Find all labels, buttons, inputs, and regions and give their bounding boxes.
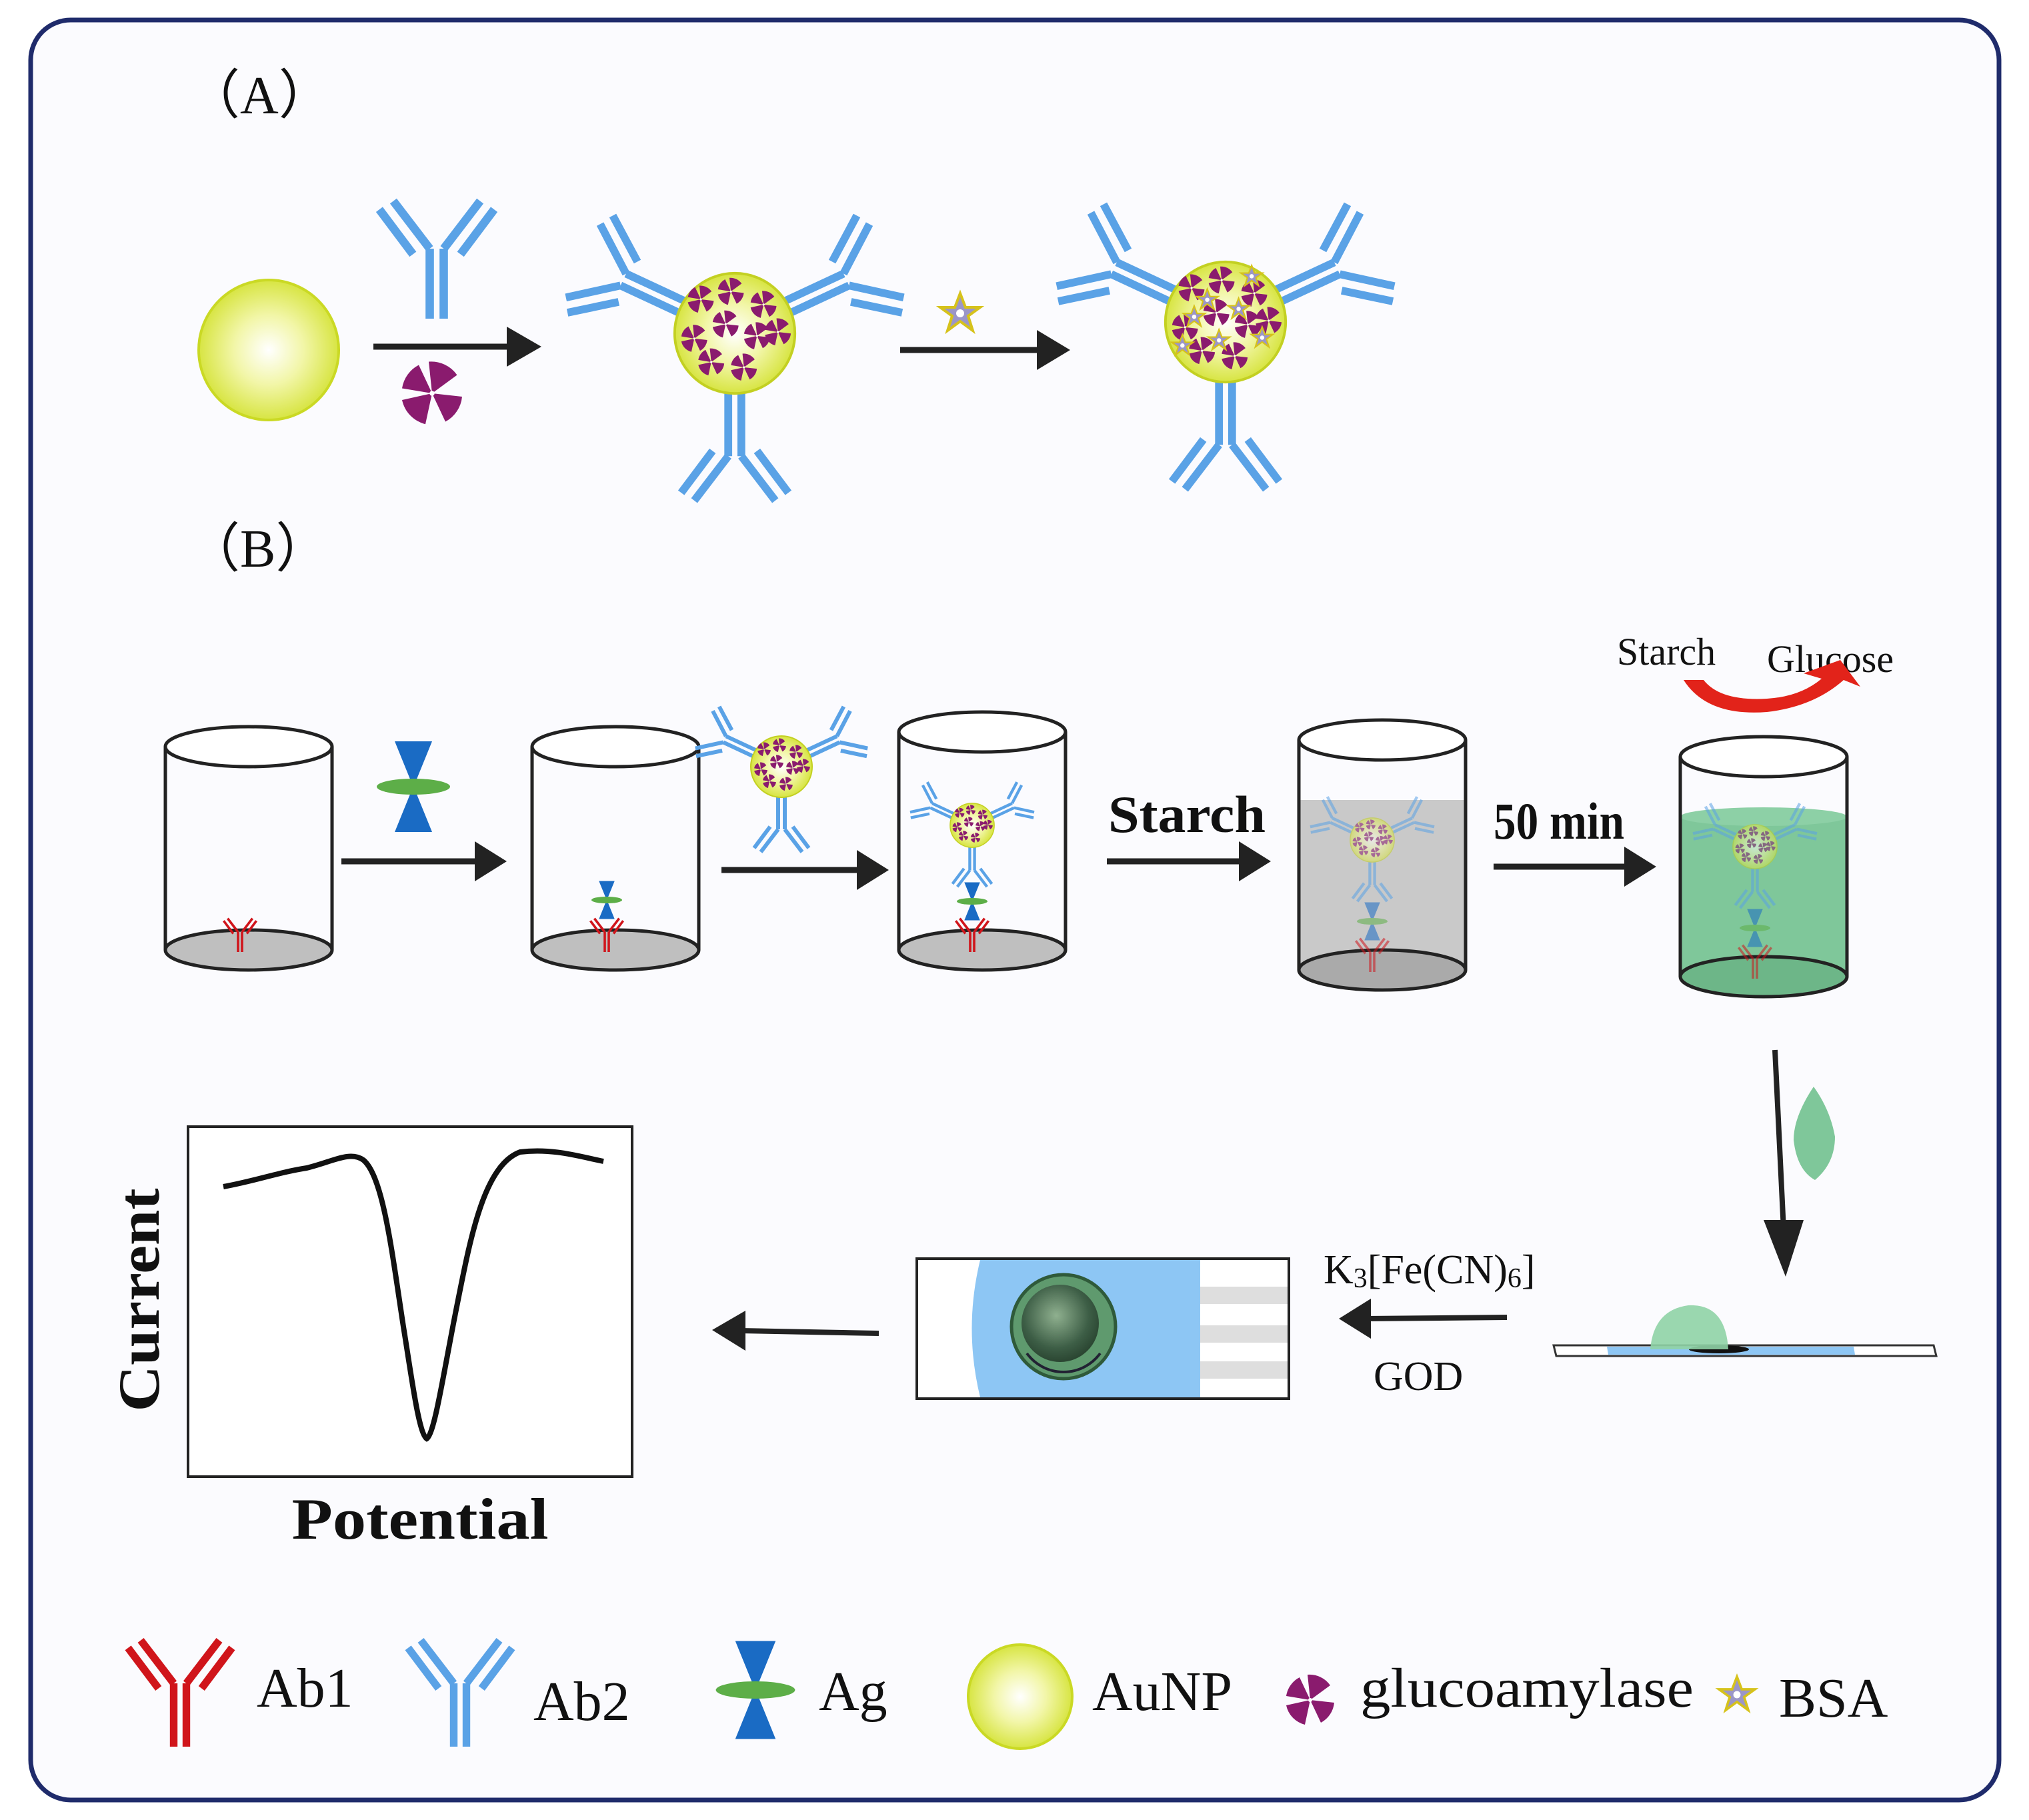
screen-printed-electrode [915, 1257, 1290, 1400]
legend-ab1-label: Ab1 [257, 1657, 353, 1719]
arrow-to-measurement [712, 1311, 879, 1351]
legend-aunp-label: AuNP [1092, 1661, 1232, 1723]
dpv-curve [223, 1148, 604, 1442]
legend-glucoamylase-label: glucoamylase [1360, 1657, 1694, 1719]
well-5 [1678, 735, 1849, 999]
legend: Ab1 Ab2 Ag AuNP glucoamylase BSA [128, 1640, 1888, 1749]
reaction-curved-arrow [1684, 660, 1860, 713]
arrow-add-ag [341, 841, 507, 881]
incubation-time-label: 50 min [1494, 792, 1624, 850]
panel-a-arrow-1 [373, 327, 541, 367]
starch-step-label: Starch [1108, 785, 1266, 843]
dpv-plot-frame [187, 1125, 633, 1478]
panel-b-label: （B） [187, 520, 329, 579]
enzyme-label: GOD [1374, 1354, 1463, 1399]
arrow-add-reagents [1339, 1299, 1508, 1339]
legend-ag-label: Ag [819, 1661, 887, 1723]
y-axis-label: Current [107, 1189, 172, 1412]
well-3 [897, 710, 1068, 972]
arrow-incubation [1494, 847, 1656, 887]
arrow-transfer-down [1764, 1049, 1804, 1277]
panel-a-arrow-2 [900, 330, 1070, 370]
legend-bsa-label: BSA [1779, 1667, 1888, 1729]
well-2 [530, 725, 701, 972]
legend-ab2-label: Ab2 [533, 1671, 630, 1733]
solution-drop [1794, 1087, 1835, 1180]
arrow-add-conjugate [721, 850, 889, 890]
well-1 [163, 725, 334, 972]
arrow-add-starch [1107, 841, 1271, 881]
x-axis-label: Potential [292, 1487, 549, 1552]
well-4 [1297, 718, 1468, 992]
test-strip-side [1552, 1305, 1938, 1357]
legend-aunp-icon [967, 1643, 1074, 1750]
aunp-bare [197, 279, 340, 421]
panel-a-label: （A） [187, 67, 332, 125]
reaction-substrate-label: Starch [1617, 630, 1716, 673]
